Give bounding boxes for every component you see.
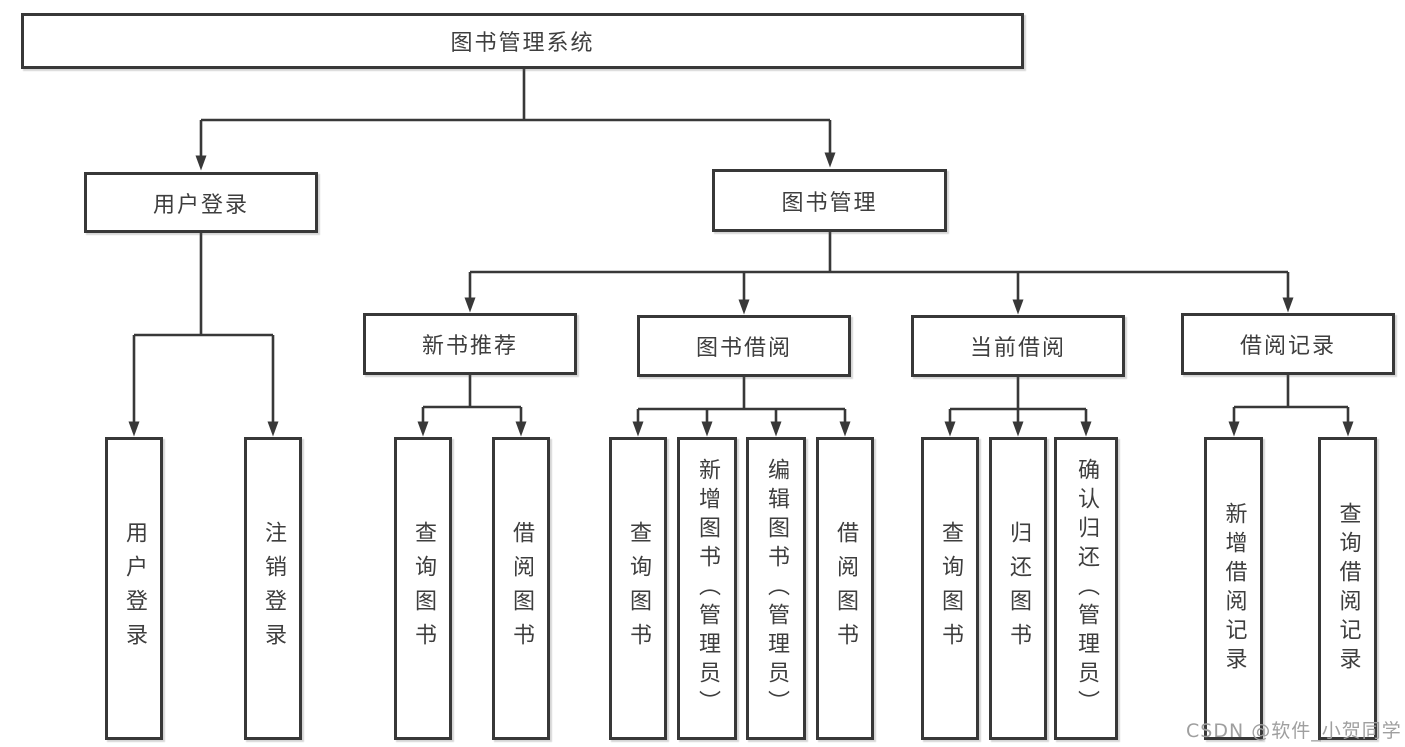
- node-leaf-confirm-return-admin: 确认归还（管理员）: [1054, 437, 1118, 740]
- node-label: 图书借阅: [695, 336, 792, 361]
- node-leaf-query-books-current: 查询图书: [921, 437, 979, 740]
- node-label: 用户登录: [152, 192, 249, 218]
- node-leaf-add-borrow-record: 新增借阅记录: [1204, 437, 1263, 740]
- node-label: 新书推荐: [421, 334, 518, 359]
- node-label: 借阅图书: [509, 520, 534, 657]
- node-label: 编辑图书（管理员）: [764, 458, 789, 719]
- node-leaf-logout: 注销登录: [244, 437, 302, 740]
- node-book-management-module: 图书管理: [712, 169, 947, 232]
- node-leaf-user-login: 用户登录: [105, 437, 163, 740]
- node-label: 图书管理系统: [450, 31, 595, 56]
- node-label: 用户登录: [122, 520, 147, 657]
- node-label: 当前借阅: [969, 336, 1066, 361]
- node-leaf-query-books-borrowing: 查询图书: [609, 437, 667, 740]
- node-label: 注销登录: [261, 520, 286, 657]
- node-label: 确认归还（管理员）: [1074, 458, 1099, 719]
- node-label: 查询图书: [411, 520, 436, 657]
- node-leaf-borrow-books-recommend: 借阅图书: [492, 437, 550, 740]
- node-new-book-recommend: 新书推荐: [363, 313, 577, 375]
- node-label: 查询图书: [626, 520, 651, 657]
- node-current-borrowing: 当前借阅: [911, 315, 1125, 377]
- node-leaf-return-book: 归还图书: [989, 437, 1047, 740]
- node-label: 借阅图书: [833, 520, 858, 657]
- node-leaf-query-borrow-record: 查询借阅记录: [1318, 437, 1377, 740]
- node-borrowing-records: 借阅记录: [1181, 313, 1395, 375]
- node-leaf-borrow-books: 借阅图书: [816, 437, 874, 740]
- node-label: 借阅记录: [1239, 334, 1336, 359]
- node-label: 查询图书: [938, 520, 963, 657]
- node-leaf-add-book-admin: 新增图书（管理员）: [677, 437, 737, 740]
- node-label: 新增借阅记录: [1221, 501, 1247, 676]
- watermark-csdn: CSDN @软件_小贺同学: [1186, 720, 1402, 742]
- node-leaf-query-books-recommend: 查询图书: [394, 437, 452, 740]
- node-leaf-edit-book-admin: 编辑图书（管理员）: [746, 437, 806, 740]
- node-user-login-module: 用户登录: [84, 172, 318, 233]
- node-label: 新增图书（管理员）: [695, 458, 720, 719]
- node-root-library-system: 图书管理系统: [21, 13, 1024, 69]
- node-book-borrowing: 图书借阅: [637, 315, 851, 377]
- connector-trunks: [134, 69, 1348, 411]
- node-label: 查询借阅记录: [1335, 501, 1361, 676]
- node-label: 图书管理: [781, 190, 878, 216]
- node-label: 归还图书: [1006, 520, 1031, 657]
